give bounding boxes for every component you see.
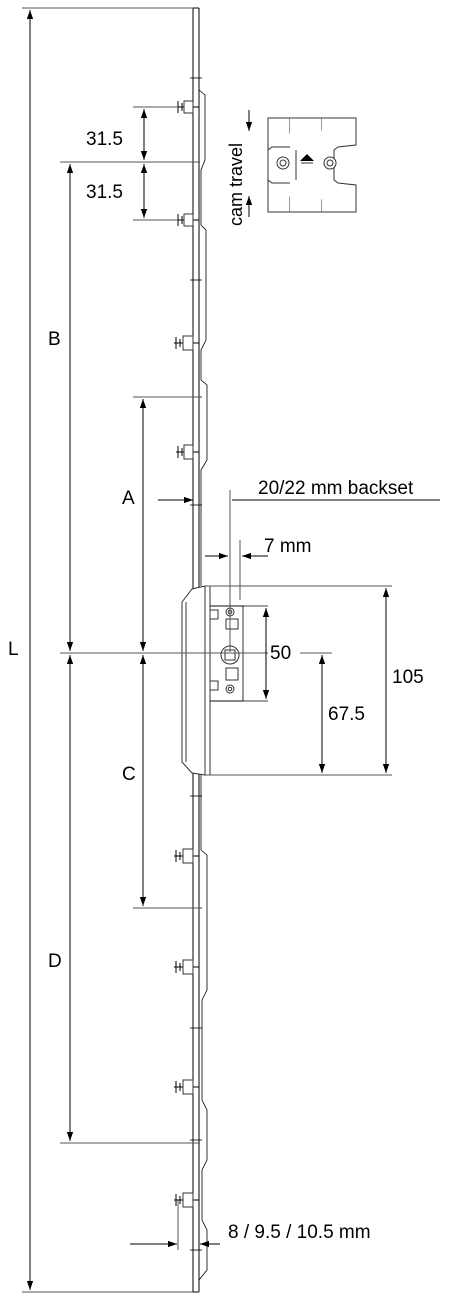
locking-pin-7	[174, 1079, 199, 1095]
dim-backset	[158, 490, 440, 652]
cam-detail	[245, 110, 357, 217]
locking-pin-3	[174, 335, 199, 351]
locking-pin-4	[176, 444, 199, 460]
locking-pin-6	[174, 959, 199, 975]
label-upper-spacing-2: 31.5	[86, 182, 123, 203]
dim-faceplate-width	[130, 1200, 220, 1250]
dim-gearbox-heights	[205, 585, 392, 776]
label-faceplate-width: 8 / 9.5 / 10.5 mm	[228, 1222, 371, 1243]
label-D: D	[48, 951, 62, 972]
dim-L	[22, 7, 193, 1293]
locking-pin-2	[177, 213, 199, 227]
label-upper-spacing-1: 31.5	[86, 129, 123, 150]
label-follower-height: 50	[270, 643, 291, 664]
label-gearbox-lower: 67.5	[328, 704, 365, 725]
label-backset: 20/22 mm backset	[258, 478, 414, 499]
connecting-rod	[198, 80, 208, 1281]
label-offset: 7 mm	[264, 536, 312, 557]
label-C: C	[122, 764, 136, 785]
dim-B-D	[60, 161, 268, 1144]
gearbox	[181, 585, 268, 776]
label-A: A	[122, 488, 135, 509]
dim-31-5	[133, 106, 178, 221]
locking-pin-1	[177, 100, 199, 114]
label-cam-travel: cam travel	[226, 143, 246, 226]
label-L: L	[8, 639, 19, 660]
label-B: B	[48, 329, 61, 350]
locking-pin-5	[174, 848, 199, 864]
dim-A-C	[133, 396, 200, 909]
label-gearbox-height: 105	[392, 667, 424, 688]
